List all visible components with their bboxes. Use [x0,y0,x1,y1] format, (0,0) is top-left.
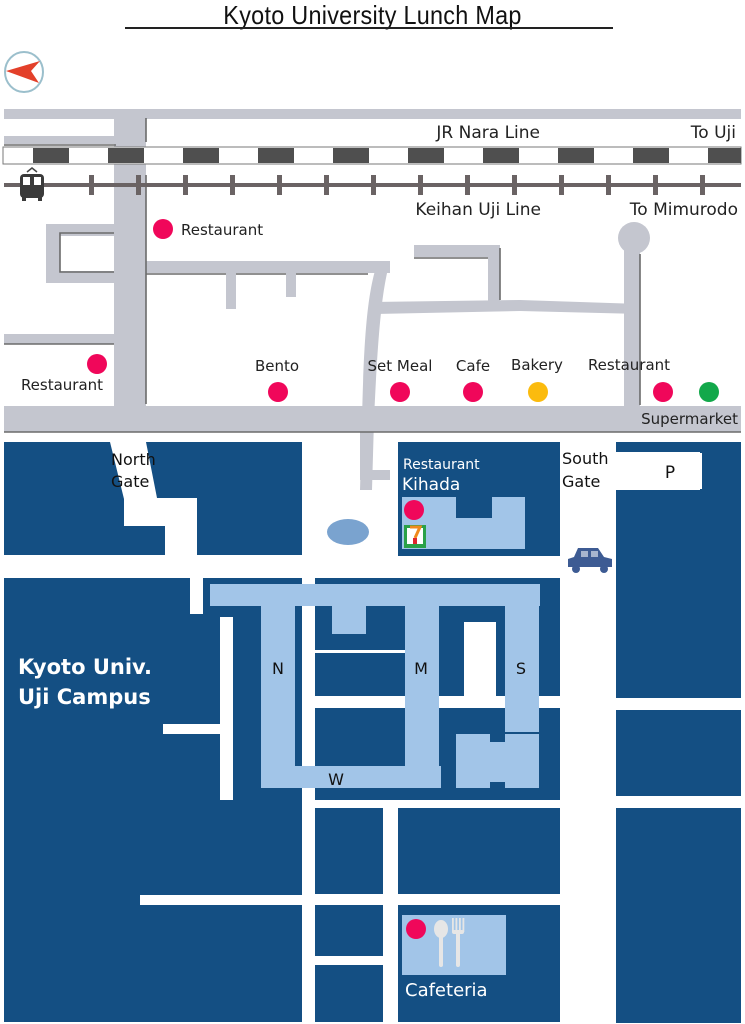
jr-rail-segment [708,148,741,163]
restaurant-marker-icon [268,382,288,402]
north-gate-label-2: Gate [111,472,149,491]
place-label: Restaurant [588,356,670,374]
restaurant-marker-icon [87,354,107,374]
pond [327,519,369,545]
keihan-rail-tie [89,175,94,195]
car-icon [568,548,612,573]
place-label: Restaurant [21,376,103,394]
road-edge-lines [4,118,741,433]
place-label: Restaurant [181,221,263,239]
place-restaurant-north[interactable]: Restaurant [153,219,263,239]
jr-rail-segment [183,148,219,163]
campus-name-2: Uji Campus [18,685,151,709]
keihan-line-label: Keihan Uji Line [415,200,541,220]
keihan-rail-tie [371,175,376,195]
parking-lot[interactable]: P [616,453,702,489]
campus-name: Kyoto Univ. [18,655,152,679]
place-label: Restaurant [403,457,480,473]
building-w-label: W [328,770,344,789]
supermarket-marker-icon [699,382,719,402]
restaurant-marker-icon [463,382,483,402]
place-label: Cafeteria [405,980,488,1001]
train-icon [20,167,44,201]
building-n-label: N [272,659,284,678]
keihan-rail-tie [324,175,329,195]
south-gate-label-2: Gate [562,472,600,491]
keihan-rail-tie [230,175,235,195]
building-m-label: M [414,659,428,678]
keihan-rail-tie [136,175,141,195]
restaurant-marker-icon [153,219,173,239]
restaurant-marker-icon [404,500,424,520]
place-label: Cafe [456,357,490,375]
place-cafeteria[interactable]: Cafeteria [405,918,488,1001]
building-s-label: S [516,659,526,678]
keihan-direction-label: To Mimurodo [629,200,738,220]
bakery-marker-icon [528,382,548,402]
place-restaurant-west[interactable]: Restaurant [21,354,107,394]
jr-rail-segment [333,148,369,163]
courtyard [464,622,496,696]
parking-label: P [665,463,675,483]
jr-rail-segment [408,148,444,163]
jr-rail-segment [33,148,69,163]
place-label: Supermarket [641,410,738,428]
south-gate-label: South [562,449,609,468]
convenience-store-icon [404,525,426,548]
jr-rail-segment [633,148,669,163]
place-cafe[interactable]: Cafe [456,357,490,402]
jr-rail-segment [558,148,594,163]
place-supermarket[interactable]: Supermarket [641,382,738,428]
keihan-rail-tie [559,175,564,195]
jr-nara-line [2,146,742,165]
keihan-rail-tie [606,175,611,195]
campus-blocks [4,442,741,1023]
jr-direction-label: To Uji [690,123,736,143]
keihan-rail-tie [277,175,282,195]
keihan-rail-tie [653,175,658,195]
town-roads [4,109,741,490]
jr-rail-segment [483,148,519,163]
north-arrow-icon [4,51,44,93]
map-title: Kyoto University Lunch Map [223,0,522,30]
restaurant-marker-icon [406,919,426,939]
place-label: Set Meal [368,357,433,375]
campus-buildings [210,497,540,975]
keihan-rail-tie [700,175,705,195]
place-label: Bento [255,357,299,375]
keihan-rail-tie [512,175,517,195]
restaurant-marker-icon [653,382,673,402]
keihan-uji-line [4,175,741,195]
place-kihada[interactable]: Restaurant Kihada [402,457,480,548]
place-set-meal[interactable]: Set Meal [368,357,433,402]
restaurant-marker-icon [390,382,410,402]
jr-rail-segment [108,148,144,163]
keihan-rail-tie [418,175,423,195]
title-underline [125,27,613,29]
place-restaurant-east[interactable]: Restaurant [588,356,673,402]
keihan-rail-tie [183,175,188,195]
north-gate-label: North [111,450,156,469]
keihan-rail-tie [465,175,470,195]
place-label-2: Kihada [402,475,460,495]
place-label: Bakery [511,356,563,374]
place-bakery[interactable]: Bakery [511,356,563,402]
place-bento[interactable]: Bento [255,357,299,402]
jr-rail-segment [258,148,294,163]
cutlery-icon [434,918,465,967]
jr-line-label: JR Nara Line [435,123,540,143]
